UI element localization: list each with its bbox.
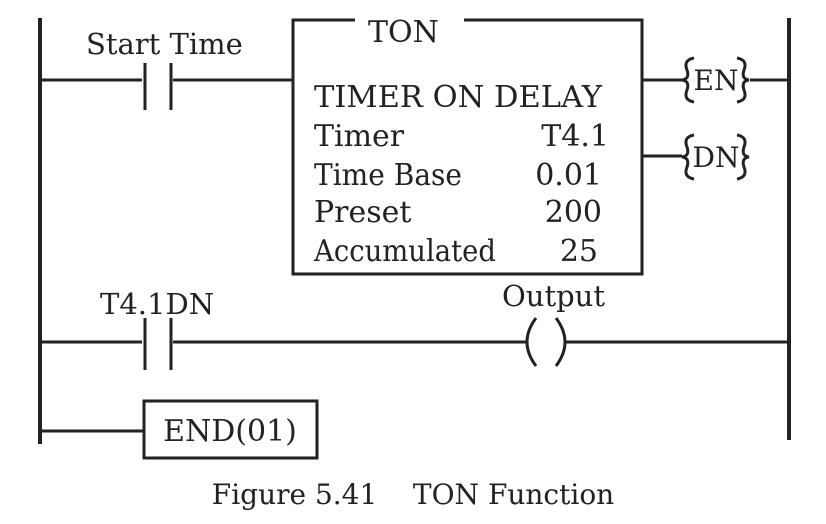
start-time-contact	[143, 63, 173, 110]
t4-1dn-contact	[143, 318, 173, 370]
end-instruction-box	[142, 399, 319, 460]
en-coil-label: EN	[694, 64, 739, 97]
start-time-contact-label: Start Time	[86, 27, 243, 61]
ton-row-value-accumulated: 25	[560, 234, 598, 269]
dn-right-brace	[736, 133, 750, 181]
en-left-brace	[681, 56, 695, 104]
output-coil	[525, 317, 567, 367]
ton-row-label-time-base: Time Base	[314, 158, 462, 193]
t4-1dn-contact-label: T4.1DN	[100, 287, 214, 321]
ton-block-subtitle: TIMER ON DELAY	[314, 80, 603, 115]
ton-row-value-preset: 200	[545, 195, 602, 230]
end-instruction-label: END(01)	[163, 414, 297, 449]
ton-row-value-timer: T4.1	[541, 119, 609, 154]
rung-2: T4.1DN Output	[40, 279, 789, 370]
en-right-brace	[736, 56, 750, 104]
output-coil-label: Output	[502, 279, 605, 313]
ton-row-label-preset: Preset	[314, 195, 412, 230]
ton-block-outline	[291, 18, 644, 276]
ton-row-label-timer: Timer	[314, 119, 405, 154]
ton-block-title: TON	[368, 15, 439, 50]
dn-coil-label: DN	[693, 141, 740, 174]
ton-block: TON TIMER ON DELAY Timer T4.1 Time Base …	[291, 15, 644, 276]
dn-left-brace	[681, 133, 695, 181]
rung-1: Start Time TON TIMER ON DELAY Timer T4.1…	[40, 15, 789, 276]
en-output: EN	[642, 56, 789, 104]
figure-caption: Figure 5.41 TON Function	[212, 478, 614, 511]
rung-3: END(01)	[40, 399, 319, 460]
ton-row-value-time-base: 0.01	[535, 158, 602, 193]
ton-row-label-accumulated: Accumulated	[313, 234, 496, 269]
dn-output: DN	[642, 133, 750, 181]
